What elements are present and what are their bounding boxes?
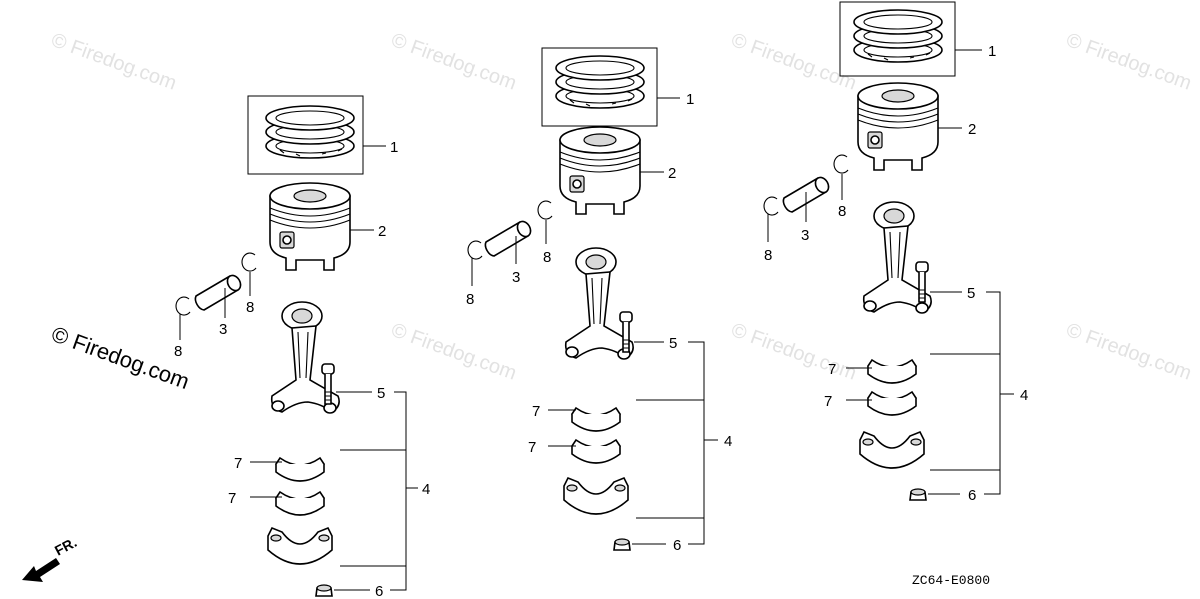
pin-clip <box>467 240 483 260</box>
callout-7: 7 <box>228 490 236 507</box>
rod-bearing <box>571 407 621 432</box>
pin-clip <box>537 200 553 220</box>
callout-5: 5 <box>967 285 975 302</box>
callout-6: 6 <box>375 583 383 599</box>
callout-8: 8 <box>838 203 846 220</box>
callout-2: 2 <box>378 223 386 240</box>
rod-bearing <box>275 491 325 516</box>
callout-7: 7 <box>828 361 836 378</box>
watermark-text: © Firedog.com <box>388 29 519 95</box>
rod-bearing <box>867 391 917 416</box>
assembly-left: 1 2 3 8 8 5 4 7 7 6 <box>174 95 430 599</box>
rod-nut <box>909 488 927 501</box>
callout-6: 6 <box>968 487 976 504</box>
callout-3: 3 <box>801 227 809 244</box>
piston-pin <box>194 272 244 311</box>
rod-cap <box>563 477 629 515</box>
assembly-middle: 1 2 3 8 8 5 4 7 7 6 <box>466 47 732 554</box>
callout-5: 5 <box>377 385 385 402</box>
callout-1: 1 <box>686 91 694 108</box>
piston <box>857 82 939 171</box>
pin-clip <box>763 196 779 216</box>
callout-8: 8 <box>466 291 474 308</box>
piston-rings <box>853 9 943 63</box>
callout-2: 2 <box>668 165 676 182</box>
front-direction-indicator: FR. <box>22 534 79 582</box>
piston <box>559 126 641 215</box>
ring-box <box>541 47 658 127</box>
ring-box <box>247 95 364 175</box>
callout-7: 7 <box>528 439 536 456</box>
pin-clip <box>833 154 849 174</box>
rod-cap <box>267 527 333 565</box>
rod-bearing <box>867 359 917 384</box>
piston-pin <box>484 218 534 257</box>
front-direction-label: FR. <box>52 534 79 559</box>
rod-nut <box>613 538 631 551</box>
callout-7: 7 <box>824 393 832 410</box>
callout-4: 4 <box>422 481 430 498</box>
callout-4: 4 <box>724 433 732 450</box>
callout-5: 5 <box>669 335 677 352</box>
watermark-text: © Firedog.com <box>388 319 519 385</box>
front-arrow-icon <box>22 558 60 582</box>
rod-bearing <box>571 439 621 464</box>
piston-pin <box>782 174 832 213</box>
pin-clip <box>175 296 191 316</box>
callout-3: 3 <box>512 269 520 286</box>
watermark-text: © Firedog.com <box>728 319 859 385</box>
assembly-right: 1 2 3 8 8 5 4 7 7 6 <box>763 1 1028 504</box>
diagram-code: ZC64-E0800 <box>912 573 990 588</box>
callout-1: 1 <box>390 139 398 156</box>
piston <box>269 182 351 271</box>
side-watermark: © Firedog.com <box>48 321 192 394</box>
callout-7: 7 <box>234 455 242 472</box>
watermark-text: © Firedog.com <box>48 29 179 95</box>
watermark-text: © Firedog.com <box>1063 29 1194 95</box>
piston-rings <box>555 55 645 109</box>
callout-7: 7 <box>532 403 540 420</box>
callout-6: 6 <box>673 537 681 554</box>
rod-bearing <box>275 457 325 482</box>
callout-8: 8 <box>543 249 551 266</box>
rod-cap <box>859 431 925 469</box>
piston-rings <box>265 105 355 159</box>
pin-clip <box>241 252 257 272</box>
callout-1: 1 <box>988 43 996 60</box>
watermark-text: © Firedog.com <box>1063 319 1194 385</box>
callout-2: 2 <box>968 121 976 138</box>
ring-box <box>839 1 956 77</box>
callout-4: 4 <box>1020 387 1028 404</box>
callout-8: 8 <box>246 299 254 316</box>
callout-8: 8 <box>764 247 772 264</box>
callout-3: 3 <box>219 321 227 338</box>
callout-8: 8 <box>174 343 182 360</box>
rod-nut <box>315 584 333 597</box>
